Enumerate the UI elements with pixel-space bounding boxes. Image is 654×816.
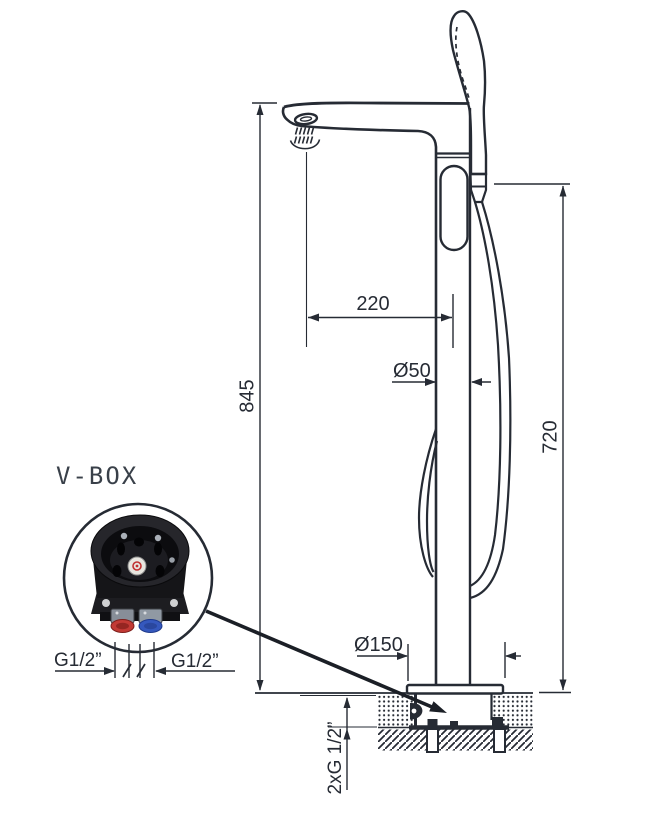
hand-shower xyxy=(449,10,488,204)
base-plate xyxy=(405,683,505,695)
water-stream-icon xyxy=(289,127,321,150)
lever-handle xyxy=(439,164,469,252)
aerator xyxy=(293,112,319,126)
g-half-left-label: G1/2” xyxy=(54,650,102,671)
vbox-title: V-BOX xyxy=(56,462,138,490)
dim-845: 845 xyxy=(237,102,277,691)
vbox-leader-arrow xyxy=(205,609,447,713)
anchor-bolt-left xyxy=(426,728,439,753)
faucet-body xyxy=(281,101,472,686)
vbox-detail: V-BOX xyxy=(54,462,235,678)
dim-diameter-150: Ø150 xyxy=(354,634,521,681)
dim-d150-label: Ø150 xyxy=(354,634,403,656)
dim-diameter-50: Ø50 xyxy=(392,360,491,386)
shower-hose xyxy=(417,201,512,600)
dim-g-half-left: G1/2” xyxy=(54,650,115,675)
dim-720: 720 xyxy=(494,183,570,691)
dim-220: 220 xyxy=(305,152,454,348)
hand-shower-head xyxy=(449,10,488,176)
dim-720-label: 720 xyxy=(540,420,562,453)
screed-hatch-left xyxy=(378,694,415,727)
spout xyxy=(283,101,470,109)
g-half-right-label: G1/2” xyxy=(171,651,219,672)
dim-845-label: 845 xyxy=(237,379,259,412)
shower-holder xyxy=(469,172,488,204)
spray-face-dashes xyxy=(454,26,471,101)
vbox-photo xyxy=(90,514,190,633)
dim-220-label: 220 xyxy=(356,293,389,315)
dim-floor-connections: 2xG 1/2” xyxy=(300,694,377,795)
anchor-bolt-right xyxy=(493,728,506,753)
dim-g-half-right: G1/2” xyxy=(155,651,235,675)
concrete-hatch xyxy=(378,729,533,751)
dim-d50-label: Ø50 xyxy=(393,360,431,382)
dim-2xg-label: 2xG 1/2” xyxy=(325,722,346,795)
floor-section xyxy=(255,691,571,753)
